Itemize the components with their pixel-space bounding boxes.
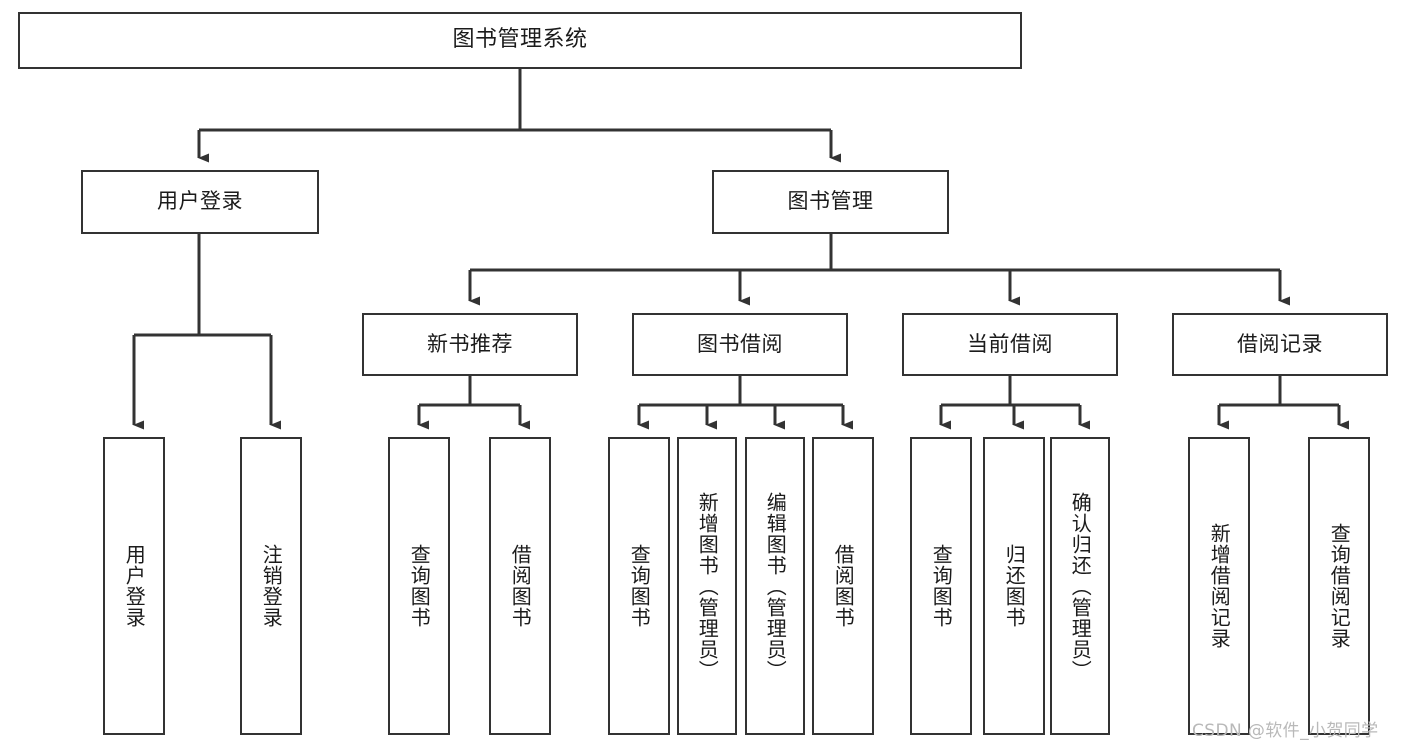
edges-book-borrow-to-leaves	[637, 376, 853, 430]
node-leaf-edit-book-admin[interactable]: 编辑图书（管理员）	[745, 437, 805, 735]
node-label: 当前借阅	[967, 331, 1053, 356]
node-book-borrow[interactable]: 图书借阅	[632, 313, 848, 376]
edges-current-borrow-to-leaves	[939, 376, 1090, 430]
node-leaf-borrow-book-borrow[interactable]: 借阅图书	[812, 437, 874, 735]
node-leaf-add-borrow-record[interactable]: 新增借阅记录	[1188, 437, 1250, 735]
node-label: 用户登录	[122, 544, 147, 628]
node-label: 借阅图书	[508, 544, 533, 628]
edges-user-login-to-leaves	[132, 234, 281, 430]
node-label: 新增借阅记录	[1207, 523, 1232, 649]
node-label: 查询图书	[407, 544, 432, 628]
node-label: 图书管理	[787, 189, 874, 214]
node-label: 新书推荐	[427, 331, 513, 356]
node-borrow-record[interactable]: 借阅记录	[1172, 313, 1388, 376]
node-root-book-management-system[interactable]: 图书管理系统	[18, 12, 1022, 69]
node-label: 注销登录	[259, 544, 284, 628]
node-new-book-recommend[interactable]: 新书推荐	[362, 313, 578, 376]
node-book-management[interactable]: 图书管理	[712, 170, 949, 234]
node-label: 借阅记录	[1237, 331, 1323, 356]
node-leaf-query-book-recommend[interactable]: 查询图书	[388, 437, 450, 735]
node-label: 查询借阅记录	[1327, 523, 1352, 649]
node-leaf-query-borrow-record[interactable]: 查询借阅记录	[1308, 437, 1370, 735]
node-label: 确认归还（管理员）	[1068, 491, 1093, 681]
node-leaf-logout-login[interactable]: 注销登录	[240, 437, 302, 735]
node-current-borrow[interactable]: 当前借阅	[902, 313, 1118, 376]
edges-root-to-level2	[197, 69, 841, 163]
node-leaf-query-book-current[interactable]: 查询图书	[910, 437, 972, 735]
node-label: 借阅图书	[831, 544, 856, 628]
node-label: 编辑图书（管理员）	[763, 491, 788, 681]
node-leaf-return-book[interactable]: 归还图书	[983, 437, 1045, 735]
node-label: 查询图书	[627, 544, 652, 628]
node-label: 归还图书	[1002, 544, 1027, 628]
node-leaf-query-book-borrow[interactable]: 查询图书	[608, 437, 670, 735]
node-label: 新增图书（管理员）	[695, 491, 720, 681]
edges-borrow-record-to-leaves	[1217, 376, 1349, 430]
node-label: 用户登录	[157, 189, 243, 214]
node-leaf-user-login[interactable]: 用户登录	[103, 437, 165, 735]
edges-new-book-recommend-to-leaves	[417, 376, 530, 430]
node-leaf-add-book-admin[interactable]: 新增图书（管理员）	[677, 437, 737, 735]
node-label: 图书借阅	[697, 331, 783, 356]
csdn-watermark: CSDN @软件_小贺同学	[1192, 721, 1379, 741]
node-label: 查询图书	[929, 544, 954, 628]
node-leaf-borrow-book-recommend[interactable]: 借阅图书	[489, 437, 551, 735]
node-leaf-confirm-return-admin[interactable]: 确认归还（管理员）	[1050, 437, 1110, 735]
node-user-login[interactable]: 用户登录	[81, 170, 319, 234]
edges-book-manage-to-level3	[468, 234, 1290, 306]
node-label: 图书管理系统	[452, 27, 588, 53]
